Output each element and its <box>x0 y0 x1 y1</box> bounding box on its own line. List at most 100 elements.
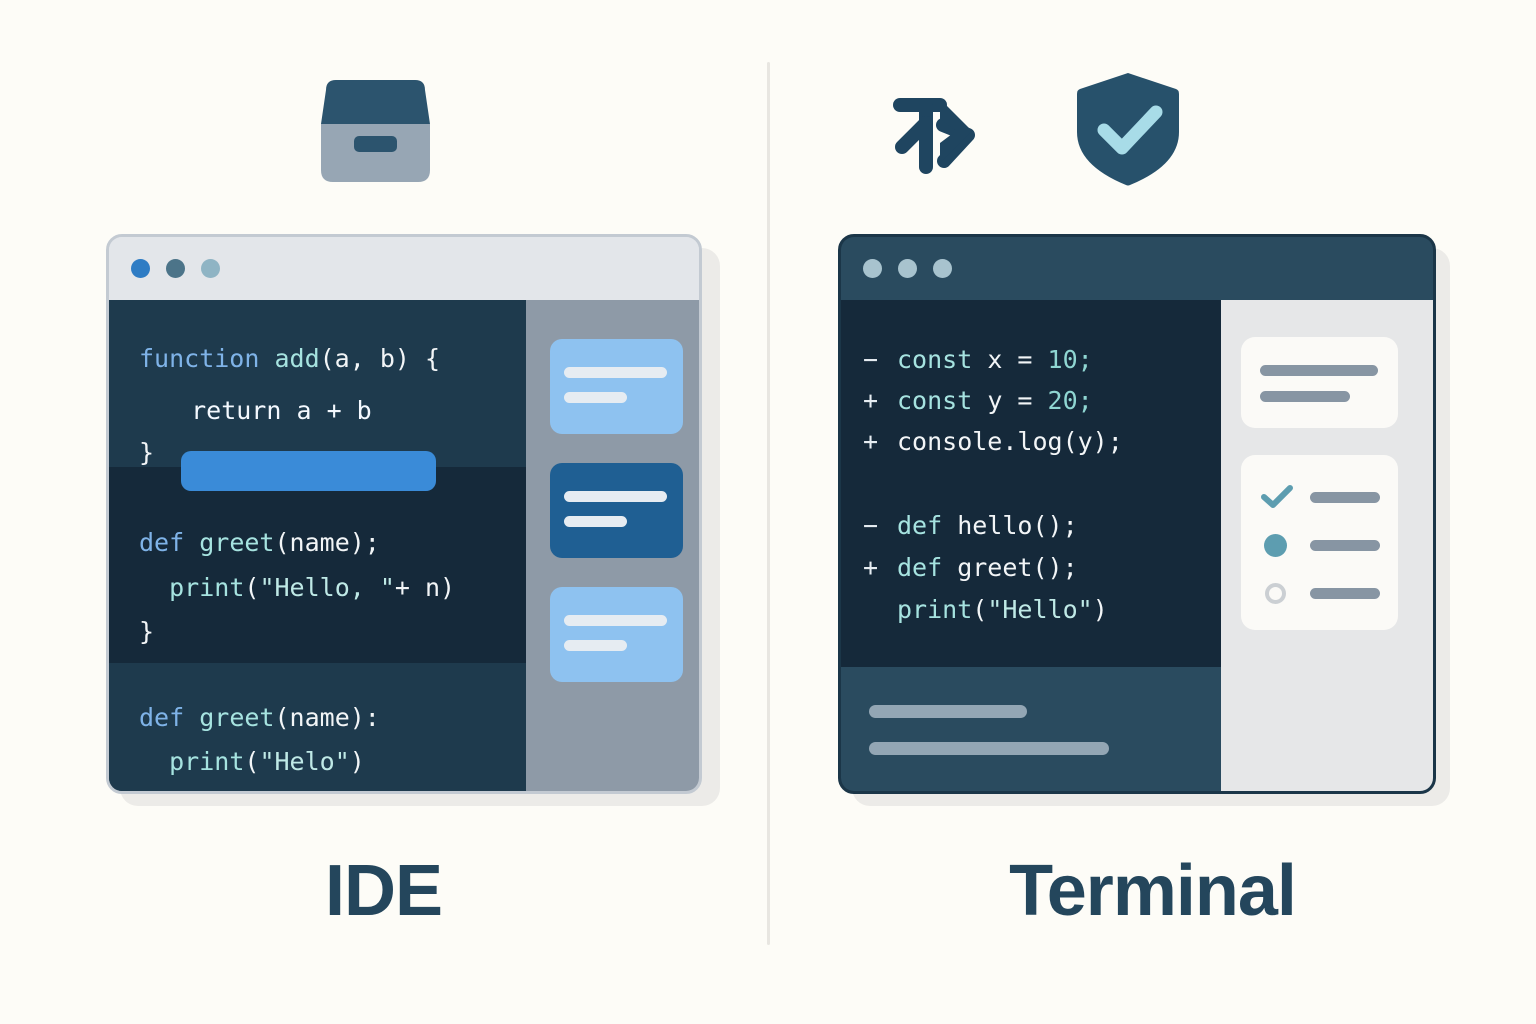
code-line: } <box>139 440 154 465</box>
code-token: def <box>897 511 943 540</box>
ide-titlebar <box>109 237 699 300</box>
code-band <box>109 663 526 791</box>
terminal-sidebar[interactable] <box>1221 300 1433 791</box>
code-token: ( <box>972 595 988 624</box>
summary-card[interactable] <box>1241 337 1398 428</box>
check-icon <box>1260 485 1294 509</box>
ide-suggestion-sidebar[interactable] <box>526 300 699 791</box>
terminal-output-band <box>841 667 1221 791</box>
filled-circle-icon <box>1260 533 1294 557</box>
code-token <box>139 747 169 776</box>
card-bar-primary <box>1260 365 1378 376</box>
code-selection-highlight[interactable] <box>181 451 436 491</box>
code-token: (name); <box>274 528 380 557</box>
code-token: ( <box>244 573 260 602</box>
suggestion-card-3[interactable] <box>550 587 683 682</box>
panel-label-ide: IDE <box>324 851 443 931</box>
diff-marker: + <box>863 386 879 415</box>
code-line: print("Helo") <box>139 749 365 774</box>
archive-box-icon <box>318 78 433 188</box>
code-token: ) <box>1092 595 1108 624</box>
vertical-divider <box>767 62 770 945</box>
card-bar-primary <box>564 615 667 626</box>
suggestion-card-2[interactable] <box>550 463 683 558</box>
ide-window[interactable]: function add(a, b) { return a + b} def gr… <box>106 234 702 794</box>
code-token: function <box>139 344 275 373</box>
code-token: = <box>1017 345 1033 374</box>
checklist-item-pending[interactable] <box>1260 581 1380 605</box>
card-bar-secondary <box>1260 391 1350 402</box>
code-line: return a + b <box>161 398 372 423</box>
empty-circle-icon <box>1260 581 1294 605</box>
code-token: y <box>972 386 1018 415</box>
code-token: greet <box>199 528 275 557</box>
window-dot-blue[interactable] <box>131 259 150 278</box>
code-line: } <box>139 619 154 644</box>
suggestion-card-1[interactable] <box>550 339 683 434</box>
card-bar-secondary <box>564 516 627 527</box>
code-token: (a, b) { <box>319 344 441 373</box>
code-token: (name): <box>274 703 380 732</box>
terminal-diff-view[interactable]: −const x = 10; + const y = 20; +console.log… <box>841 300 1221 791</box>
code-line: def greet(name): <box>139 705 380 730</box>
code-token: } <box>139 438 155 467</box>
terminal-titlebar <box>841 237 1433 300</box>
diff-marker: − <box>863 345 879 374</box>
git-merge-icon <box>888 85 988 180</box>
terminal-window[interactable]: −const x = 10; + const y = 20; +console.log… <box>838 234 1436 794</box>
diff-line: + def greet(); <box>863 555 1078 580</box>
code-token: greet(); <box>942 553 1078 582</box>
code-band <box>109 300 526 467</box>
code-line: print("Hello, "+ n) <box>139 575 455 600</box>
code-token: print <box>169 573 245 602</box>
code-token: print <box>169 747 245 776</box>
code-token <box>139 573 169 602</box>
window-dot-light[interactable] <box>201 259 220 278</box>
output-bar-2 <box>869 742 1109 755</box>
code-token: const <box>897 386 973 415</box>
code-token: ) <box>349 747 365 776</box>
window-dot-3[interactable] <box>933 259 952 278</box>
code-line: def greet(name); <box>139 530 380 555</box>
card-bar-primary <box>564 491 667 502</box>
card-bar-primary <box>564 367 667 378</box>
code-band <box>109 467 526 663</box>
checklist-item-done[interactable] <box>1260 485 1380 509</box>
code-token: + n) <box>394 573 456 602</box>
panel-label-terminal: Terminal <box>1009 851 1297 931</box>
checklist-item-active[interactable] <box>1260 533 1380 557</box>
code-token: def <box>139 703 200 732</box>
code-token: 10; <box>1032 345 1093 374</box>
code-token: "Hello, " <box>259 573 395 602</box>
code-line: function add(a, b) { <box>139 346 440 371</box>
diff-line: print("Hello") <box>863 597 1108 622</box>
diff-line: +console.log(y); <box>863 429 1123 454</box>
ide-code-editor[interactable]: function add(a, b) { return a + b} def gr… <box>109 300 526 791</box>
output-bar-1 <box>869 705 1027 718</box>
card-bar-secondary <box>564 392 627 403</box>
window-dot-2[interactable] <box>898 259 917 278</box>
window-dot-1[interactable] <box>863 259 882 278</box>
code-token: return a + b <box>161 396 372 425</box>
checklist-card[interactable] <box>1241 455 1398 630</box>
code-token: hello(); <box>942 511 1078 540</box>
code-token: def <box>897 553 943 582</box>
diff-line: −const x = 10; <box>863 347 1093 372</box>
terminal-body: −const x = 10; + const y = 20; +console.log… <box>841 300 1433 791</box>
code-token: add <box>274 344 320 373</box>
code-token: 20; <box>1032 386 1093 415</box>
window-dot-slate[interactable] <box>166 259 185 278</box>
checklist-label-bar <box>1310 540 1380 551</box>
checklist-label-bar <box>1310 492 1380 503</box>
code-token: "Hello" <box>987 595 1093 624</box>
diff-line: −def hello(); <box>863 513 1078 538</box>
diff-marker: + <box>863 553 879 582</box>
code-token: const <box>897 345 973 374</box>
diff-marker: + <box>863 427 879 456</box>
ide-body: function add(a, b) { return a + b} def gr… <box>109 300 699 791</box>
code-token: ( <box>244 747 260 776</box>
code-token: } <box>139 617 155 646</box>
code-token: greet <box>199 703 275 732</box>
shield-check-icon <box>1072 70 1184 188</box>
